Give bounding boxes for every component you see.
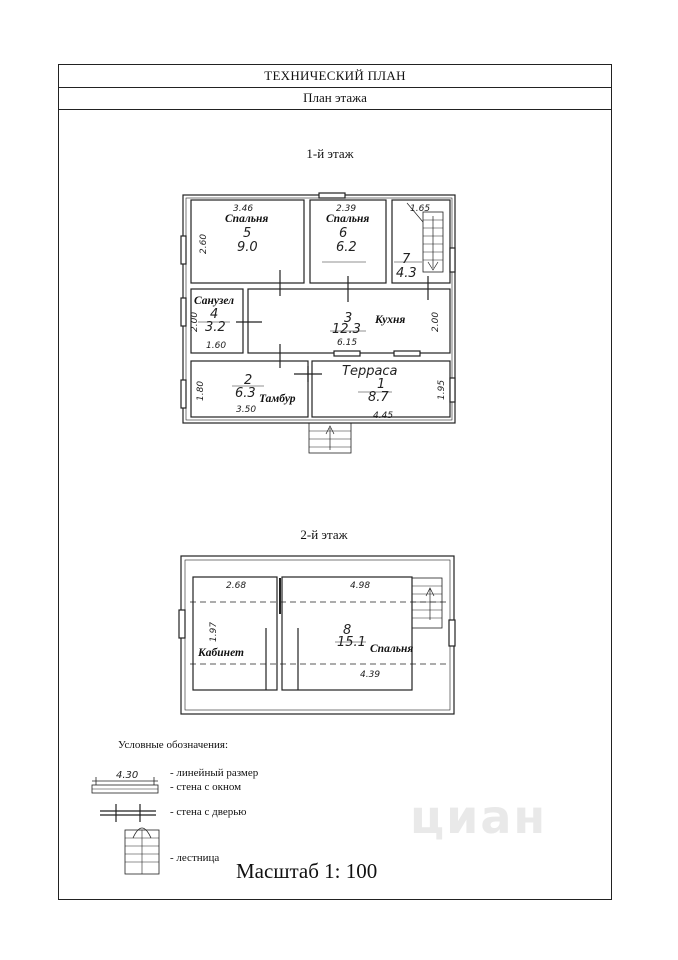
legend-wall-door: - стена с дверью: [170, 806, 247, 818]
room4-number: 4: [210, 307, 218, 322]
dim-room3-bottom: 6.15: [337, 338, 357, 348]
dim-room1-bottom: 4.45: [373, 411, 393, 421]
dim-room3-side: 2.00: [431, 312, 441, 332]
dim-room1-side: 1.95: [437, 380, 447, 400]
drawing-frame: ТЕХНИЧЕСКИЙ ПЛАН План этажа: [58, 64, 612, 900]
scale-label: Масштаб 1: 100: [236, 859, 378, 883]
room2-name: Тамбур: [259, 393, 296, 405]
room6-name: Спальня: [326, 213, 369, 225]
sheet-title: ТЕХНИЧЕСКИЙ ПЛАН: [59, 65, 611, 88]
room2-number: 2: [244, 373, 252, 388]
room4-area: 3.2: [205, 320, 226, 335]
room7-number: 7: [402, 252, 411, 267]
room6-number: 6: [339, 226, 347, 241]
dim-f2-bottom: 4.39: [360, 670, 380, 680]
dim-room5-side: 2.60: [199, 234, 209, 254]
legend-wall-window: - стена с окном: [170, 781, 242, 793]
legend-sample-dim: 4.30: [116, 770, 138, 781]
room4-name: Санузел: [194, 295, 234, 307]
room1-number: 1: [377, 377, 385, 392]
dim-f2-top-right: 4.98: [350, 581, 370, 591]
watermark-logo: циан: [410, 790, 548, 844]
floor2-title: 2-й этаж: [300, 527, 348, 542]
sheet-subtitle: План этажа: [59, 87, 611, 110]
room7-area: 4.3: [396, 266, 417, 281]
room8-number: 8: [343, 623, 351, 638]
room5-area: 9.0: [237, 240, 258, 255]
dim-room5-top: 3.46: [233, 204, 253, 214]
room8-area: 15.1: [337, 635, 366, 650]
room1-name: Терраса: [342, 364, 398, 379]
room5-number: 5: [243, 226, 251, 241]
room1-area: 8.7: [368, 390, 389, 405]
dim-room6-top: 2.39: [336, 204, 356, 214]
room8-name-bedroom: Спальня: [370, 643, 413, 655]
dim-room2-side: 1.80: [196, 381, 206, 401]
room5-name: Спальня: [225, 213, 268, 225]
room8-name-cabinet: Кабинет: [197, 647, 244, 659]
room3-number: 3: [344, 311, 352, 326]
dim-room7-top: 1.65: [410, 204, 430, 214]
legend-stairs: - лестница: [170, 852, 220, 864]
floor1-title: 1-й этаж: [306, 146, 354, 161]
dim-f2-side: 1.97: [209, 622, 219, 642]
room2-area: 6.3: [235, 386, 256, 401]
legend-title: Условные обозначения:: [118, 739, 229, 751]
dim-room2-bottom: 3.50: [236, 405, 256, 415]
room3-area: 12.3: [332, 322, 361, 337]
legend-linear-dimension: - линейный размер: [170, 767, 259, 779]
dim-room4-bottom: 1.60: [206, 341, 226, 351]
room6-area: 6.2: [336, 240, 357, 255]
room3-name: Кухня: [374, 314, 405, 326]
dim-room4-side: 2.00: [190, 312, 200, 332]
dim-f2-top-left: 2.68: [226, 581, 246, 591]
